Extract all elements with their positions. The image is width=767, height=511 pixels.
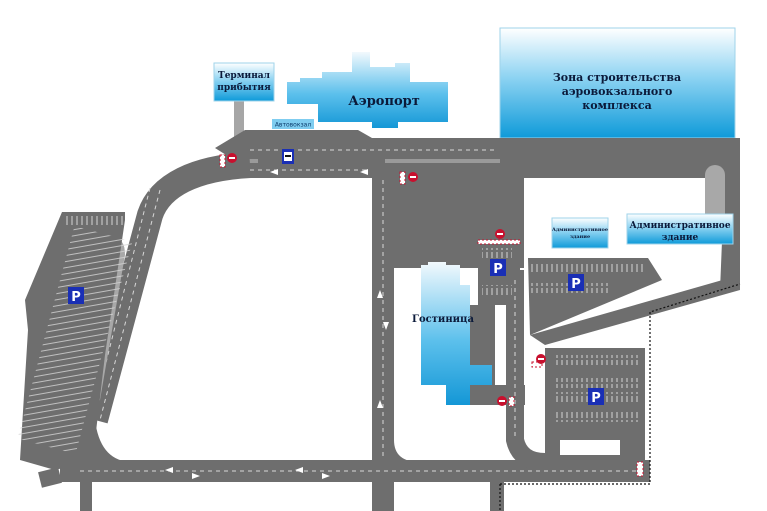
airport-building[interactable]: Аэропорт — [287, 52, 448, 128]
hotel-label: Гостиница — [412, 314, 474, 325]
parking-sign-admin[interactable]: P — [568, 274, 584, 292]
bus-stop-icon — [282, 149, 294, 164]
no-entry-sign-5 — [497, 396, 515, 407]
arrival-terminal-label-2: прибытия — [217, 82, 271, 93]
parking-sign-hotel[interactable]: P — [490, 259, 506, 277]
construction-zone-label-3: комплекса — [582, 99, 651, 112]
svg-text:P: P — [493, 262, 503, 277]
bus-station[interactable]: Автовокзал — [272, 119, 314, 129]
arrival-terminal[interactable]: Терминал прибытия — [213, 62, 275, 148]
admin-small-label-1: Административное — [552, 227, 608, 233]
bus-station-label: Автовокзал — [275, 122, 312, 129]
parking-sign-west[interactable]: P — [68, 287, 84, 305]
hotel-building[interactable]: Гостиница — [412, 262, 492, 405]
terminal-walkway — [234, 100, 244, 148]
construction-zone[interactable]: Зона строительства аэровокзального компл… — [499, 27, 736, 139]
svg-text:P: P — [591, 391, 601, 406]
svg-text:P: P — [71, 290, 81, 305]
no-entry-sign-1 — [219, 153, 237, 168]
admin-small-label-2: здание — [570, 234, 590, 240]
direction-arrows — [165, 169, 389, 479]
no-entry-sign-2 — [399, 171, 418, 185]
no-entry-sign-3 — [477, 229, 521, 245]
no-entry-sign-4 — [531, 354, 546, 368]
construction-zone-label-1: Зона строительства — [553, 71, 681, 84]
svg-text:P: P — [571, 277, 581, 292]
admin-large-label-2: здание — [662, 233, 699, 243]
arrival-terminal-label-1: Терминал — [218, 71, 271, 81]
barrier-southeast — [636, 461, 644, 477]
parking-sign-southeast[interactable]: P — [588, 388, 604, 406]
admin-building-small[interactable]: Административное здание — [551, 217, 609, 249]
admin-large-label-1: Административное — [629, 221, 730, 231]
admin-building-large[interactable]: Административное здание — [626, 213, 734, 245]
construction-zone-label-2: аэровокзального — [562, 85, 673, 98]
airport-label: Аэропорт — [348, 94, 420, 109]
fence-line — [499, 283, 741, 511]
road-network — [38, 130, 740, 511]
parking-lot-west[interactable] — [17, 212, 133, 470]
